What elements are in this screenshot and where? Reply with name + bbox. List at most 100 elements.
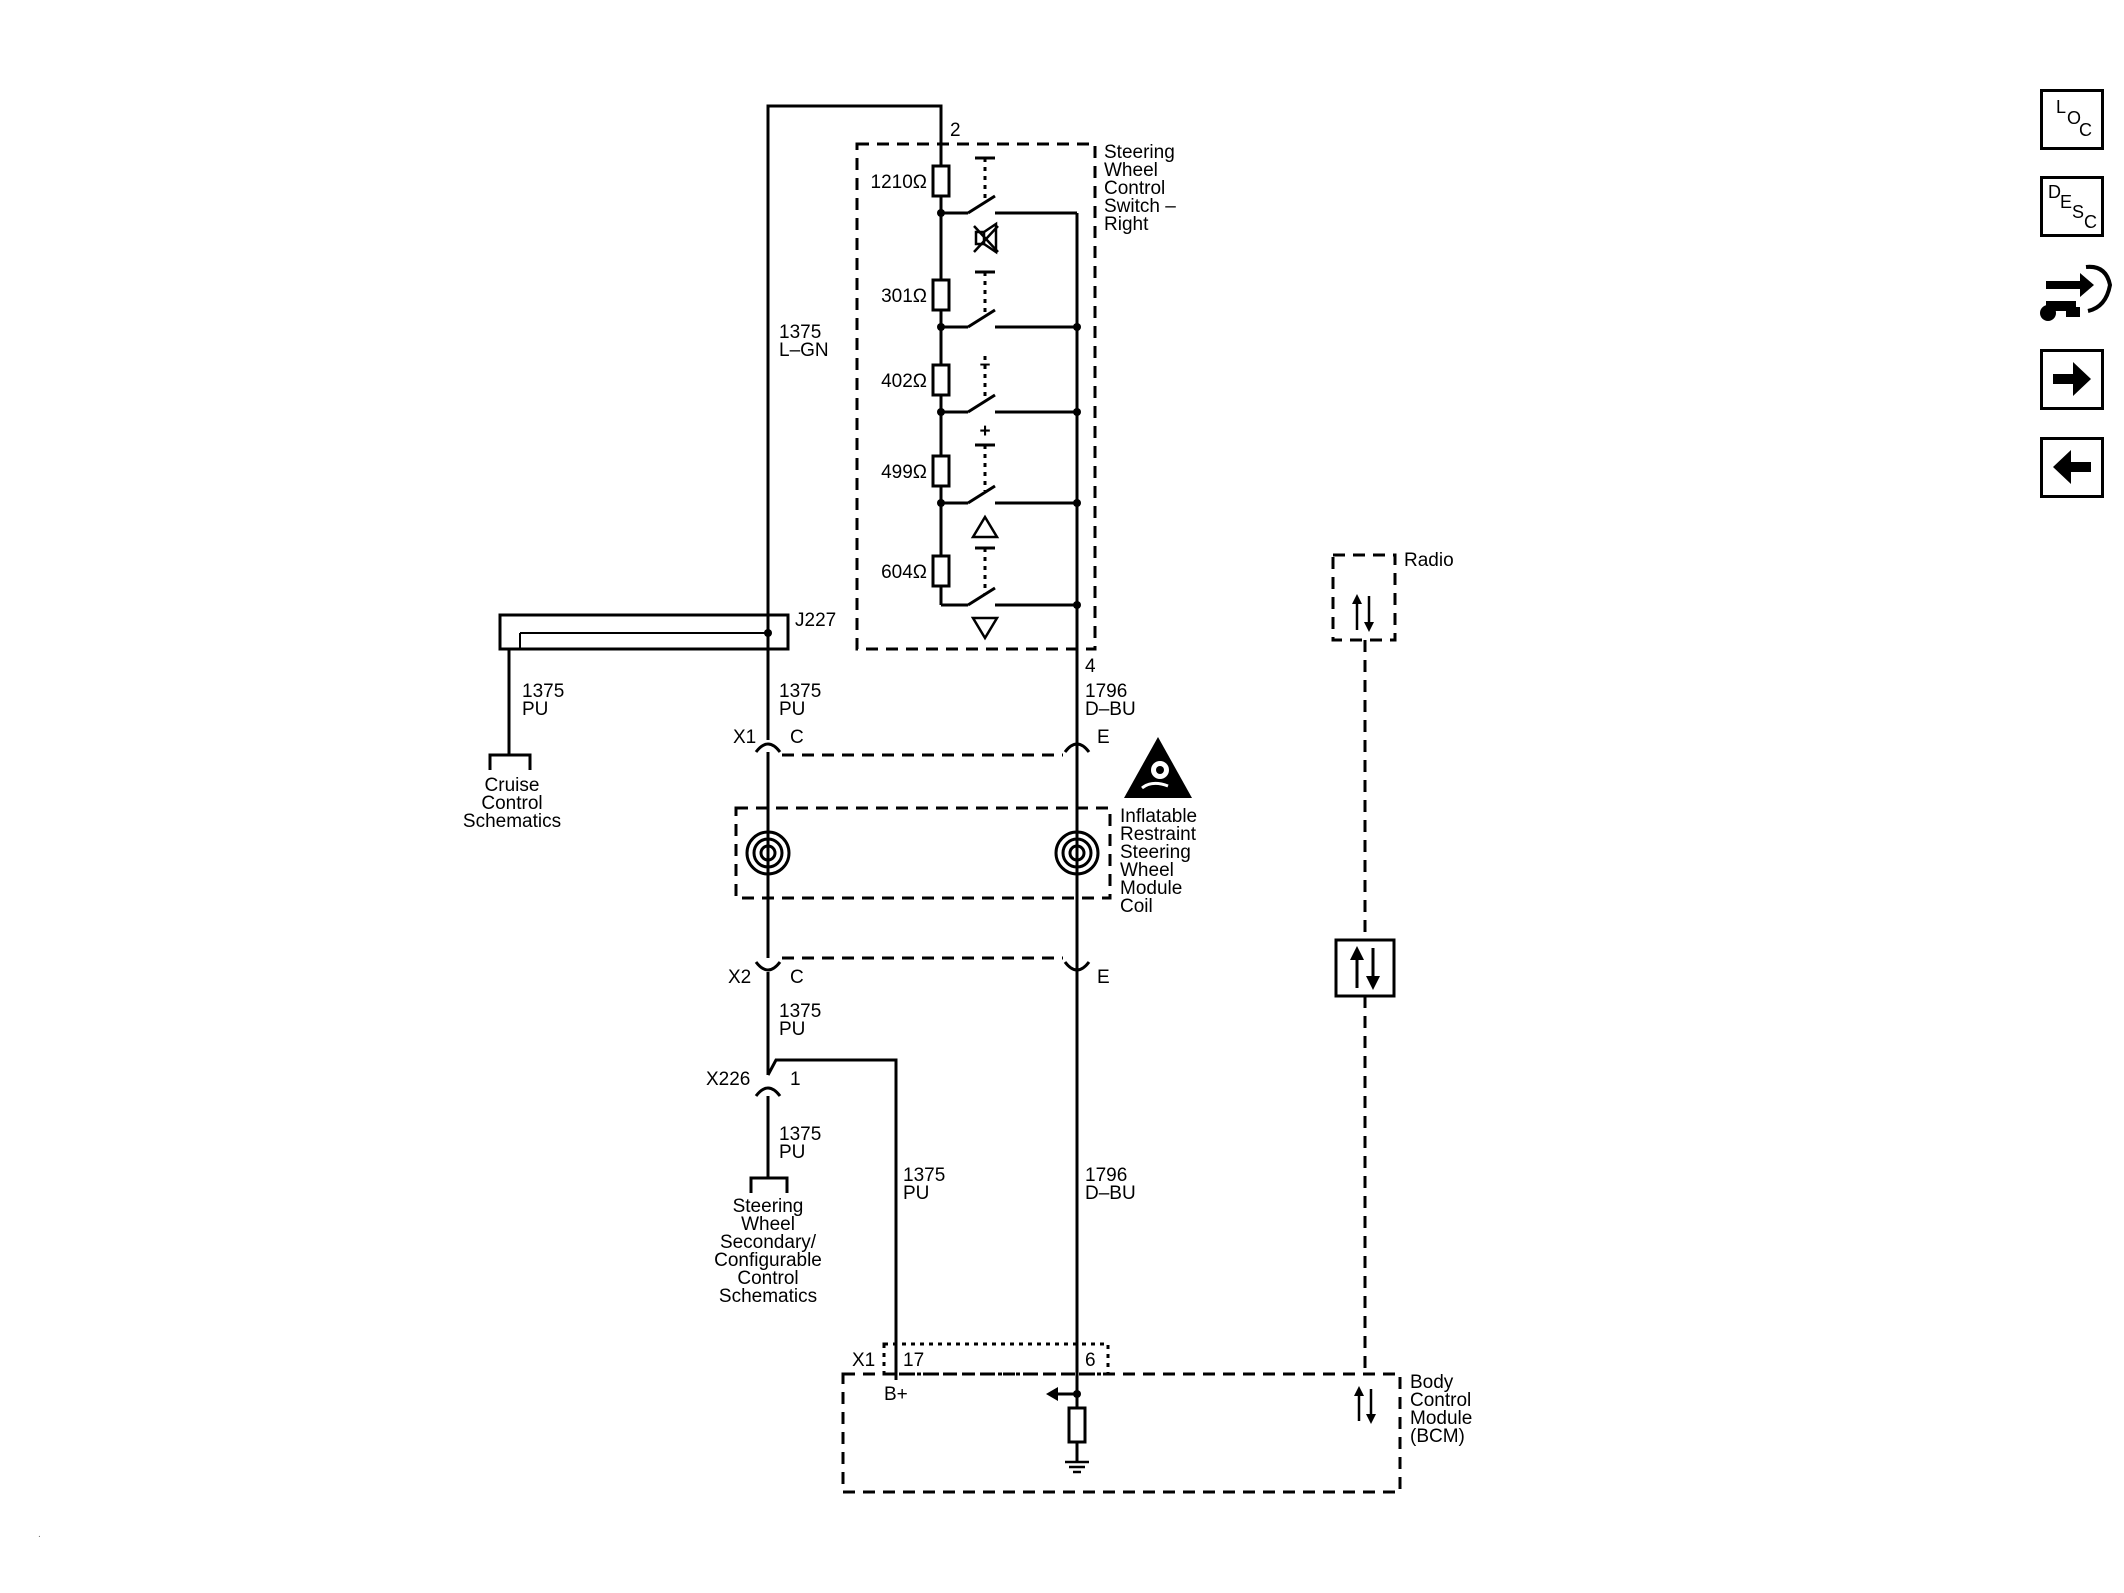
desc-button[interactable]: D E S C [2040, 176, 2104, 237]
svg-text:Configurable: Configurable [714, 1250, 822, 1271]
svg-text:Coil: Coil [1120, 896, 1153, 917]
svg-text:.: . [38, 1529, 41, 1540]
svg-text:1375: 1375 [779, 1124, 821, 1145]
svg-text:17: 17 [903, 1350, 924, 1371]
back-arrow-button[interactable] [2040, 437, 2104, 498]
airbag-warning-icon [1124, 737, 1192, 798]
switch-enclosure [855, 142, 1097, 651]
svg-text:C: C [2079, 120, 2092, 140]
svg-text:Right: Right [1104, 214, 1149, 235]
svg-text:B+: B+ [884, 1384, 908, 1405]
resistor-499 [931, 454, 951, 488]
svg-text:C: C [2084, 212, 2097, 232]
pin-2: 2 [950, 120, 961, 141]
svg-text:Wheel: Wheel [1120, 860, 1174, 881]
svg-text:Steering: Steering [1104, 142, 1175, 163]
serial-data-inline-icon [1334, 938, 1396, 998]
svg-text:PU: PU [779, 699, 805, 720]
x1-connector: X1 C E [733, 727, 1110, 757]
svg-text:Steering: Steering [1120, 842, 1191, 863]
svg-text:X226: X226 [706, 1069, 750, 1090]
resistor-1210 [931, 164, 951, 198]
svg-text:Restraint: Restraint [1120, 824, 1197, 845]
up-triangle-icon [970, 514, 1000, 539]
svg-text:1796: 1796 [1085, 1165, 1127, 1186]
svg-text:Steering: Steering [733, 1196, 804, 1217]
svg-text:E: E [2060, 192, 2072, 212]
coil-spiral-icon-left [745, 830, 791, 876]
svg-text:D: D [2048, 182, 2061, 202]
svg-text:E: E [1097, 967, 1110, 988]
connector-wrench-icon[interactable] [2036, 255, 2116, 329]
cruise-control-reference: Cruise Control Schematics [463, 753, 561, 832]
svg-text:PU: PU [779, 1142, 805, 1163]
inflatable-restraint-coil: Inflatable Restraint Steering Wheel Modu… [734, 806, 1197, 917]
resistor-402 [931, 363, 951, 397]
wire-1375-lgn [766, 104, 943, 740]
svg-text:PU: PU [779, 1019, 805, 1040]
svg-text:6: 6 [1085, 1350, 1096, 1371]
svg-text:Control: Control [481, 793, 542, 814]
resistor-301 [931, 278, 951, 312]
resistor-604 [931, 554, 951, 588]
svg-text:C: C [790, 727, 804, 748]
resistor-1210-label: 1210Ω [871, 172, 927, 193]
svg-text:1375: 1375 [903, 1165, 945, 1186]
resistor-604-label: 604Ω [881, 562, 927, 583]
svg-text:Module: Module [1410, 1408, 1472, 1429]
plus-symbol: + [979, 421, 990, 442]
svg-text:Module: Module [1120, 878, 1182, 899]
svg-text:1375: 1375 [522, 681, 564, 702]
pin-4: 4 [1085, 656, 1096, 677]
svg-text:1796: 1796 [1085, 681, 1127, 702]
radio: Radio [1331, 550, 1454, 642]
svg-text:X1: X1 [733, 727, 756, 748]
svg-text:1375: 1375 [779, 681, 821, 702]
svg-text:PU: PU [522, 699, 548, 720]
svg-text:1375: 1375 [779, 1001, 821, 1022]
svg-text:D–BU: D–BU [1085, 699, 1136, 720]
svg-text:PU: PU [903, 1183, 929, 1204]
svg-text:Secondary/: Secondary/ [720, 1232, 817, 1253]
svg-text:E: E [1097, 727, 1110, 748]
loc-button[interactable]: L O C [2040, 89, 2104, 150]
resistor-499-label: 499Ω [881, 462, 927, 483]
coil-spiral-icon-right [1054, 830, 1100, 876]
body-control-module: X1 17 6 B+ Body Control Module (BCM) [841, 1342, 1472, 1494]
svg-text:1: 1 [790, 1069, 801, 1090]
svg-text:Switch –: Switch – [1104, 196, 1176, 217]
resistor-301-label: 301Ω [881, 286, 927, 307]
svg-text:Cruise: Cruise [485, 775, 540, 796]
svg-text:1375: 1375 [779, 322, 821, 343]
svg-text:D–BU: D–BU [1085, 1183, 1136, 1204]
svg-text:X1: X1 [852, 1350, 875, 1371]
bcm-serial-data-icon [1354, 1386, 1376, 1424]
svg-text:(BCM): (BCM) [1410, 1426, 1465, 1447]
svg-text:Inflatable: Inflatable [1120, 806, 1197, 827]
steering-wheel-secondary-reference: Steering Wheel Secondary/ Configurable C… [714, 1176, 822, 1307]
svg-text:L–GN: L–GN [779, 340, 829, 361]
x2-connector: X2 C E [728, 956, 1110, 988]
steering-wheel-control-switch: Steering Wheel Control Switch – Right 12… [855, 108, 1176, 744]
svg-text:L: L [2056, 97, 2066, 117]
svg-text:Schematics: Schematics [463, 811, 561, 832]
svg-text:Body: Body [1410, 1372, 1454, 1393]
svg-text:Schematics: Schematics [719, 1286, 817, 1307]
svg-text:Radio: Radio [1404, 550, 1454, 571]
svg-text:S: S [2072, 202, 2084, 222]
down-triangle-icon [970, 616, 1000, 641]
resistor-402-label: 402Ω [881, 371, 927, 392]
x226-connector: X226 1 [706, 1058, 898, 1380]
svg-text:O: O [2067, 108, 2081, 128]
svg-text:Control: Control [737, 1268, 798, 1289]
input-arrow-icon [1046, 1387, 1058, 1401]
svg-text:Wheel: Wheel [1104, 160, 1158, 181]
ground-icon [1065, 1460, 1089, 1474]
svg-text:C: C [790, 967, 804, 988]
serial-data-icon [1352, 594, 1374, 632]
mute-icon [973, 221, 999, 255]
j227-splice: J227 [498, 610, 836, 651]
next-arrow-button[interactable] [2040, 349, 2104, 410]
minus-symbol: – [980, 354, 991, 375]
svg-text:Control: Control [1410, 1390, 1471, 1411]
